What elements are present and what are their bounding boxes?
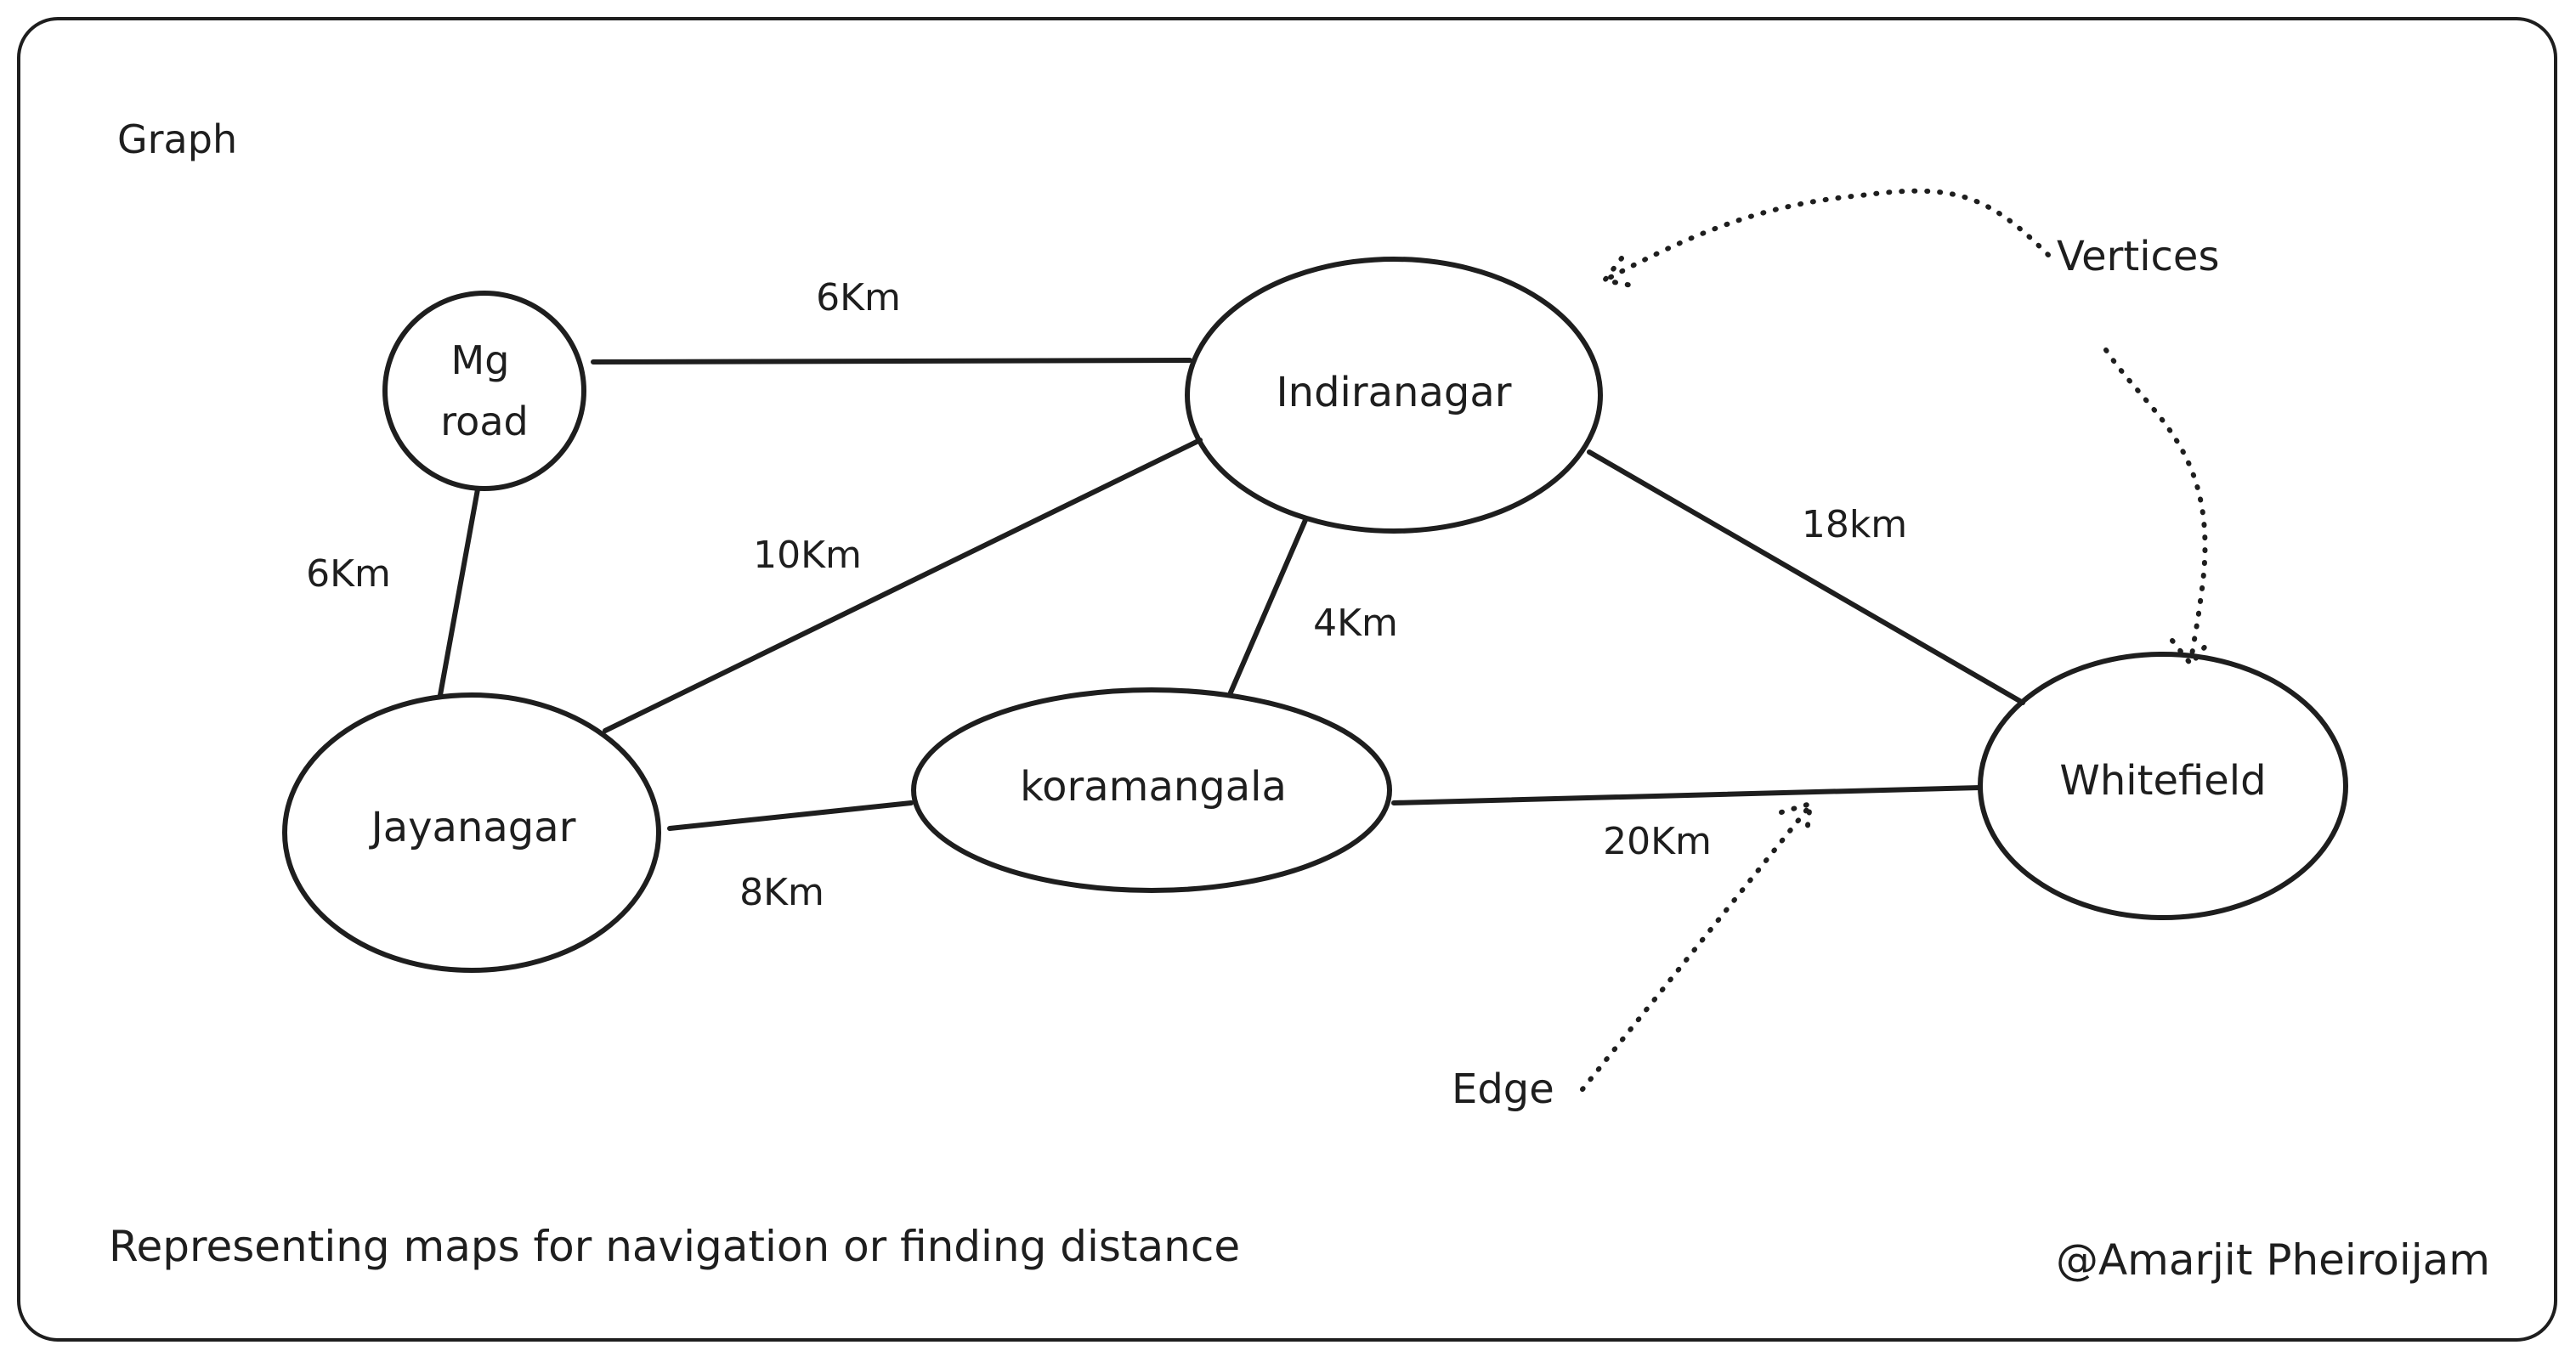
vertex-indiranagar [1185,257,1603,534]
vertex-whitefield [1978,652,2348,920]
edge-indiranagar-whitefield [1587,449,2025,705]
annotation-vertices: Vertices [2057,233,2219,280]
edge-label-koramangala-indiranagar: 4Km [1313,602,1398,645]
diagram-caption: Representing maps for navigation or find… [109,1222,1240,1271]
edge-arrowhead [1779,800,1814,835]
vertex-label-jayanagar: Jayanagar [369,804,576,851]
edge-jayanagar-indiranagar [603,438,1203,733]
edge-koramangala-whitefield [1391,785,1983,805]
vertex-label-road: road [440,398,528,444]
vertices-arrowhead-whitefield [2170,638,2212,669]
vertices-pointer-whitefield [2103,348,2208,665]
edge-koramangala-indiranagar [1228,517,1308,695]
edge-jayanagar-koramangala [667,800,914,831]
vertex-label-whitefield: Whitefield [2059,757,2266,805]
vertices-arrowhead-indiranagar [1599,256,1634,288]
edge-label-mg-jayanagar: 6Km [306,552,391,596]
vertex-label-indiranagar: Indiranagar [1277,369,1512,416]
edge-label-indiranagar-whitefield: 18km [1802,503,1907,546]
annotation-edge: Edge [1452,1065,1554,1113]
vertex-koramangala [911,687,1392,893]
vertices-pointer-indiranagar [1602,188,2051,283]
edge-label-jayanagar-koramangala: 8Km [739,871,824,914]
edge-label-koramangala-whitefield: 20Km [1603,820,1712,863]
vertex-mg-road [382,291,586,491]
diagram-frame [17,17,2557,1342]
edge-mg-indiranagar [591,358,1192,365]
author-credit: @Amarjit Pheiroijam [2056,1235,2490,1285]
edge-label-mg-indiranagar: 6Km [816,276,901,319]
edge-mg-jayanagar [438,487,480,698]
vertex-jayanagar [282,692,661,973]
diagram-title: Graph [117,116,237,162]
vertex-label-mg: Mg [451,337,510,383]
edge-label-jayanagar-indiranagar: 10Km [753,534,862,577]
vertex-label-koramangala: koramangala [1020,763,1287,811]
